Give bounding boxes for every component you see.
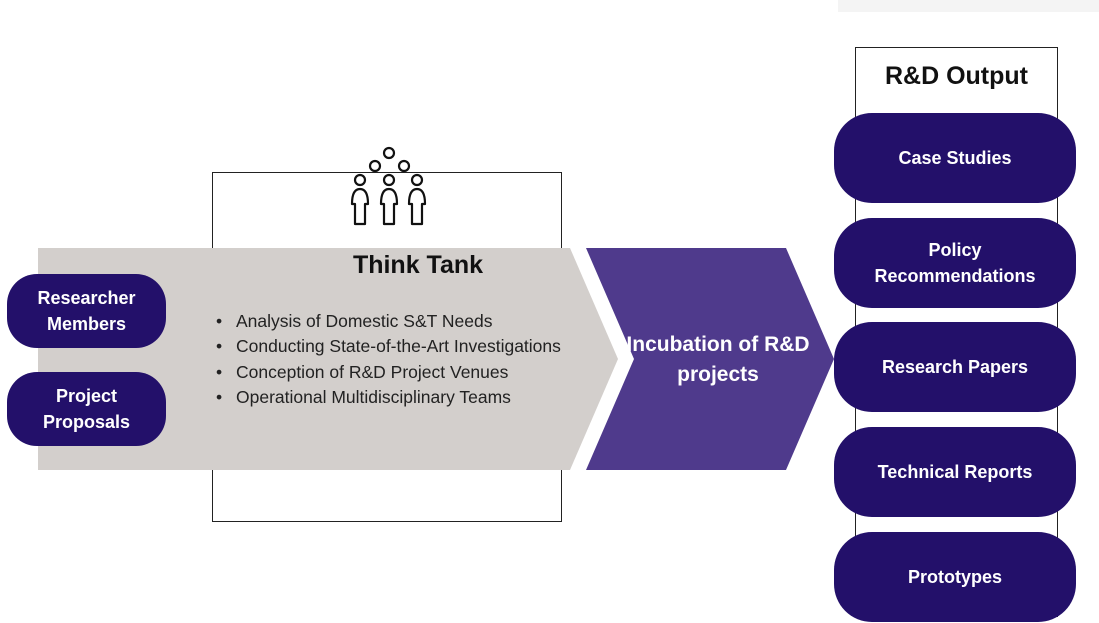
activity-item: Conception of R&D Project Venues (216, 360, 561, 385)
output-item-label: Prototypes (907, 567, 1003, 587)
output-item-research-papers: Research Papers (834, 322, 1076, 412)
output-item-case-studies: Case Studies (834, 113, 1076, 203)
input-researcher-members: Researcher Members (7, 274, 166, 348)
input-label: Researcher Members (37, 288, 136, 334)
think-tank-title: Think Tank (352, 251, 484, 279)
output-item-label: Research Papers (881, 357, 1029, 377)
activity-item: Analysis of Domestic S&T Needs (216, 309, 561, 334)
output-item-label: Policy Recommendations (874, 240, 1036, 286)
incubation-label: Incubation of R&D projects (626, 333, 810, 386)
activity-item: Operational Multidisciplinary Teams (216, 385, 561, 410)
input-label: Project Proposals (42, 386, 131, 432)
input-project-proposals: Project Proposals (7, 372, 166, 446)
output-item-prototypes: Prototypes (834, 532, 1076, 622)
activity-item: Conducting State-of-the-Art Investigatio… (216, 334, 561, 359)
output-title: R&D Output (884, 62, 1029, 90)
top-bar (838, 0, 1099, 12)
output-item-label: Technical Reports (877, 462, 1033, 482)
output-item-label: Case Studies (898, 148, 1012, 168)
output-item-technical-reports: Technical Reports (834, 427, 1076, 517)
incubation-chevron (586, 248, 834, 470)
people-group-icon (350, 146, 427, 226)
output-item-policy-recommendations: Policy Recommendations (834, 218, 1076, 308)
activity-list: Analysis of Domestic S&T Needs Conductin… (216, 309, 561, 410)
